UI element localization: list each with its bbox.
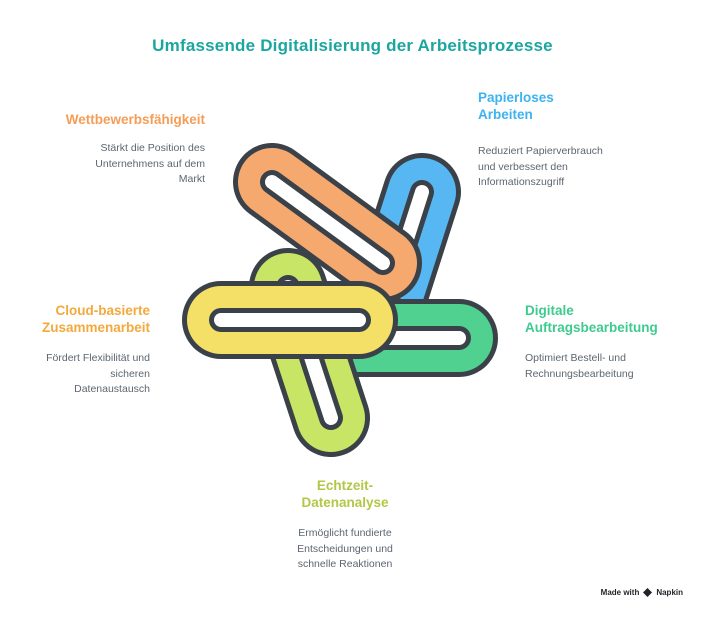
napkin-logo-icon bbox=[643, 588, 653, 597]
block-echtzeit-datenanalyse: Echtzeit-Datenanalyse Ermöglicht fundier… bbox=[250, 478, 440, 573]
block-description-wettbewerbsfaehigkeit: Stärkt die Position des Unternehmens auf… bbox=[95, 141, 205, 186]
block-cloud-basierte-zusammenarbeit: Cloud-basierte Zusammenarbeit Fördert Fl… bbox=[0, 303, 150, 398]
block-digitale-auftragsbearbeitung: Digitale Auftragsbearbeitung Optimiert B… bbox=[525, 303, 690, 382]
block-heading-cloud-basierte-zusammenarbeit: Cloud-basierte Zusammenarbeit bbox=[41, 303, 150, 335]
block-description-cloud-basierte-zusammenarbeit: Fördert Flexibilität und sicheren Datena… bbox=[46, 351, 150, 396]
block-papierloses-arbeiten: Papierloses Arbeiten Reduziert Papierver… bbox=[478, 90, 638, 191]
block-wettbewerbsfaehigkeit: Wettbewerbsfähigkeit Stärkt die Position… bbox=[25, 112, 205, 188]
block-heading-papierloses-arbeiten: Papierloses Arbeiten bbox=[478, 90, 554, 122]
block-description-papierloses-arbeiten: Reduziert Papierverbrauch und verbessert… bbox=[478, 144, 603, 189]
block-heading-wettbewerbsfaehigkeit: Wettbewerbsfähigkeit bbox=[65, 112, 205, 127]
knot-loop-orange bbox=[233, 143, 422, 302]
block-description-echtzeit-datenanalyse: Ermöglicht fundierte Entscheidungen und … bbox=[297, 526, 393, 571]
napkin-watermark[interactable]: Made with Napkin bbox=[601, 588, 683, 597]
watermark-brand: Napkin bbox=[656, 588, 683, 597]
block-heading-echtzeit-datenanalyse: Echtzeit-Datenanalyse bbox=[301, 478, 389, 510]
block-heading-digitale-auftragsbearbeitung: Digitale Auftragsbearbeitung bbox=[525, 303, 658, 335]
block-description-digitale-auftragsbearbeitung: Optimiert Bestell- und Rechnungsbearbeit… bbox=[525, 351, 634, 380]
page-title: Umfassende Digitalisierung der Arbeitspr… bbox=[152, 36, 553, 55]
watermark-text: Made with bbox=[600, 588, 640, 597]
